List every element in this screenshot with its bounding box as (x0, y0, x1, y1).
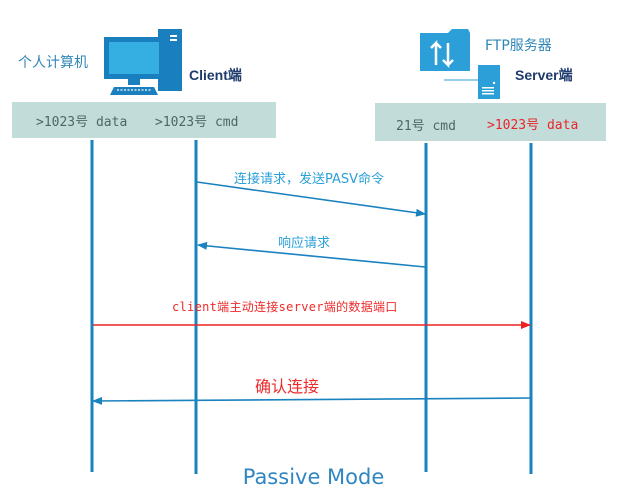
client-data-port-label: >1023号 data (36, 115, 128, 130)
arrow-confirm (92, 396, 531, 405)
arrow-response (197, 241, 426, 268)
message-pasv-request: 连接请求，发送PASV命令 (234, 172, 385, 187)
diagram-caption: Passive Mode (242, 465, 385, 489)
server-data-port-label: >1023号 data (487, 118, 579, 133)
server-side-label: Server端 (515, 67, 573, 83)
client-cmd-port-label: >1023号 cmd (155, 115, 239, 130)
desktop-computer-icon (100, 25, 192, 97)
ftp-server-icon (418, 25, 503, 100)
message-data-connect: client端主动连接server端的数据端口 (172, 300, 398, 314)
client-port-band (12, 102, 276, 138)
server-port-band (375, 103, 606, 141)
message-response: 响应请求 (278, 236, 331, 251)
server-device-label: FTP服务器 (485, 38, 552, 54)
client-side-label: Client端 (189, 67, 242, 83)
server-cmd-port-label: 21号 cmd (396, 119, 456, 134)
client-device-label: 个人计算机 (18, 55, 88, 71)
arrow-pasv-request (196, 181, 426, 217)
message-confirm: 确认连接 (255, 377, 320, 396)
